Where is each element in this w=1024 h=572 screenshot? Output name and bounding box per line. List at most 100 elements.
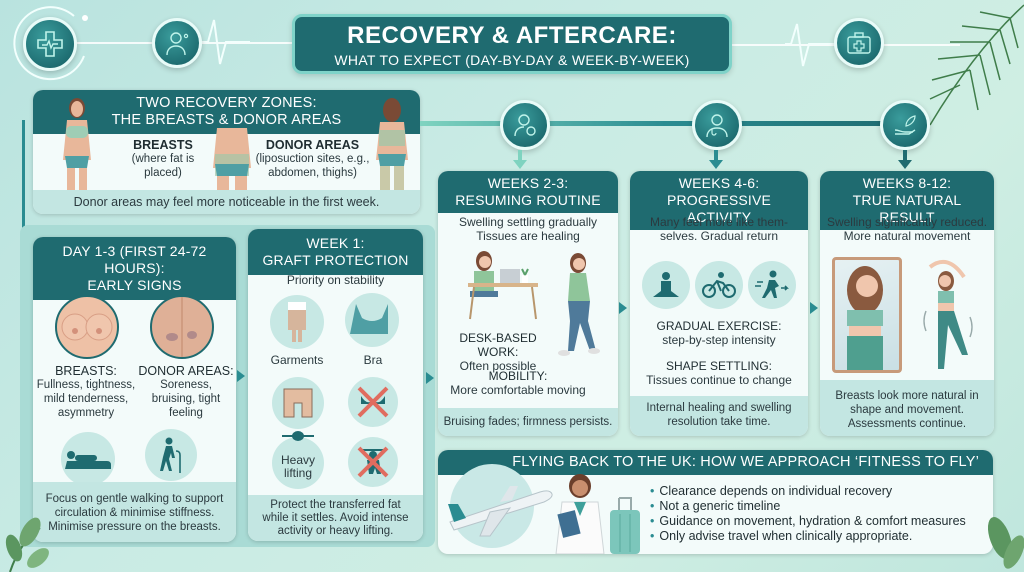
orbit-ring-decoration xyxy=(13,6,88,81)
weeks812-footer-note: Breasts look more natural in shape and m… xyxy=(820,380,994,436)
timeline-bar xyxy=(420,121,910,126)
weeks23-title-line2: RESUMING ROUTINE xyxy=(455,192,601,208)
flow-arrow xyxy=(810,302,818,314)
page-title-banner: RECOVERY & AFTERCARE: WHAT TO EXPECT (DA… xyxy=(292,14,732,74)
running-icon xyxy=(748,261,796,309)
compression-shorts-image xyxy=(272,377,324,429)
woman-desk-work-illustration xyxy=(468,251,538,320)
flow-arrow-down-tip xyxy=(513,160,527,169)
no-underwire-bra-icon xyxy=(348,377,398,427)
day13-footer-note: Focus on gentle walking to support circu… xyxy=(33,482,236,542)
day13-title-line2: EARLY SIGNS xyxy=(87,277,182,293)
mobility-desc: More comfortable moving xyxy=(450,383,586,397)
weeks23-title-line1: WEEKS 2-3: xyxy=(487,175,569,191)
weight-icon xyxy=(282,431,314,441)
heavy-lifting-label-circle: Heavy lifting xyxy=(272,437,324,489)
fitness-to-fly-card: FLYING BACK TO THE UK: HOW WE APPROACH ‘… xyxy=(438,450,993,554)
walking-cane-icon xyxy=(145,429,197,481)
desk-work-desc: Often possible xyxy=(459,359,537,373)
woman-walking-illustration xyxy=(558,253,600,356)
flow-arrow-down xyxy=(903,150,907,162)
female-torso-donor-icon xyxy=(213,128,251,190)
breasts-zone-label: BREASTS xyxy=(133,138,193,152)
week1-title-line1: WEEK 1: xyxy=(306,235,365,251)
flow-arrow xyxy=(426,372,434,384)
shape-settling-desc: Tissues continue to change xyxy=(646,373,792,387)
weeks812-intro: Swelling significantly reduced. More nat… xyxy=(826,215,988,243)
meditation-icon xyxy=(642,261,690,309)
week-1-card: WEEK 1: GRAFT PROTECTION Priority on sta… xyxy=(248,229,423,541)
mirror-reflection-illustration xyxy=(832,257,902,373)
zones-title-line2: THE BREASTS & DONOR AREAS xyxy=(111,112,342,128)
page-subtitle: WHAT TO EXPECT (DAY-BY-DAY & WEEK-BY-WEE… xyxy=(334,52,690,68)
day13-title-line1: DAY 1-3 (FIRST 24-72 HOURS): xyxy=(62,243,207,276)
desk-work-label: DESK-BASED WORK: xyxy=(459,331,537,359)
compression-garment-image xyxy=(270,295,324,349)
week1-item-label-garments: Garments xyxy=(270,353,324,367)
page-title: RECOVERY & AFTERCARE: xyxy=(347,22,677,49)
weeks46-intro: Many feel more like them-selves. Gradual… xyxy=(649,215,789,243)
no-heavy-lifting-icon xyxy=(348,437,398,487)
patient-care-icon xyxy=(500,100,550,150)
day13-breasts-desc: Fullness, tightness, mild tenderness, as… xyxy=(36,379,136,419)
donor-zone-desc: (liposuction sites, e.g., abdomen, thigh… xyxy=(255,153,370,179)
hand-leaf-icon xyxy=(880,100,930,150)
first-aid-kit-icon xyxy=(834,18,884,68)
weeks46-title-line2: PROGRESSIVE ACTIVITY xyxy=(666,192,772,225)
donor-zone-label: DONOR AREAS xyxy=(265,138,360,152)
weeks23-footer-note: Bruising fades; firmness persists. xyxy=(438,408,618,436)
woman-stretching-illustration xyxy=(923,259,973,369)
fitness-to-fly-title: FLYING BACK TO THE UK: HOW WE APPROACH ‘… xyxy=(438,450,993,475)
suitcase-icon xyxy=(610,497,640,554)
flow-arrow xyxy=(619,302,627,314)
heartbeat-line-far-right xyxy=(880,44,960,46)
fly-bullet: Not a generic timeline xyxy=(650,499,966,514)
week1-item-label-bra: Bra xyxy=(363,353,383,367)
flow-connector-left xyxy=(22,120,25,260)
heartbeat-pulse-icon-right xyxy=(785,23,835,67)
flow-arrow xyxy=(237,370,245,382)
flow-arrow-down-tip xyxy=(709,160,723,169)
plant-leaves-decoration-right xyxy=(987,517,1024,569)
flow-arrow-down xyxy=(714,150,718,162)
fitness-to-fly-list: Clearance depends on individual recovery… xyxy=(650,484,966,544)
zones-footer-note: Donor areas may feel more noticeable in … xyxy=(33,190,420,214)
support-bra-image xyxy=(345,293,399,347)
cycling-icon xyxy=(695,261,743,309)
weeks-2-3-card: WEEKS 2-3: RESUMING ROUTINE Swelling set… xyxy=(438,171,618,436)
weeks46-title-line1: WEEKS 4-6: xyxy=(678,175,760,191)
female-figure-front-icon xyxy=(63,98,91,190)
fly-bullet: Clearance depends on individual recovery xyxy=(650,484,966,499)
airplane-illustration xyxy=(448,486,553,537)
fly-bullet: Only advise travel when clinically appro… xyxy=(650,529,966,544)
recovery-zones-card: TWO RECOVERY ZONES: THE BREASTS & DONOR … xyxy=(33,90,420,214)
week1-intro: Priority on stability xyxy=(286,273,385,287)
flow-arrow-down-tip xyxy=(898,160,912,169)
breasts-early-signs-image xyxy=(55,295,119,359)
resting-person-icon xyxy=(61,432,115,486)
week1-item-label-heavy-lifting: Heavy lifting xyxy=(280,453,315,480)
day-1-3-card: DAY 1-3 (FIRST 24-72 HOURS): EARLY SIGNS… xyxy=(33,237,236,542)
day13-donor-desc: Soreness, bruising, tight feeling xyxy=(151,379,221,419)
doctor-with-clipboard-illustration xyxy=(555,474,605,554)
weeks-4-6-card: WEEKS 4-6: PROGRESSIVE ACTIVITY Many fee… xyxy=(630,171,808,436)
female-figure-back-icon xyxy=(376,98,408,190)
weeks23-intro: Swelling settling gradually Tissues are … xyxy=(458,215,598,243)
week1-title-line2: GRAFT PROTECTION xyxy=(262,252,409,268)
heartbeat-line-left xyxy=(70,42,160,44)
heartbeat-pulse-icon xyxy=(200,19,250,65)
medical-cross-icon xyxy=(23,17,77,71)
doctor-icon xyxy=(152,18,202,68)
weeks46-footer-note: Internal healing and swelling resolution… xyxy=(630,396,808,436)
weeks-8-12-card: WEEKS 8-12: TRUE NATURAL RESULT Swelling… xyxy=(820,171,994,436)
zones-title-line1: TWO RECOVERY ZONES: xyxy=(136,95,317,111)
doctor-stethoscope-icon xyxy=(692,100,742,150)
week1-footer-note: Protect the transferred fat while it set… xyxy=(248,495,423,541)
flow-arrow-down xyxy=(518,150,522,162)
mobility-label: MOBILITY: xyxy=(488,369,548,383)
weeks812-title-line2: TRUE NATURAL RESULT xyxy=(852,192,962,225)
plant-leaves-decoration-left xyxy=(5,517,49,572)
day13-donor-label: DONOR AREAS: xyxy=(138,364,234,378)
fly-bullet: Guidance on movement, hydration & comfor… xyxy=(650,514,965,529)
breasts-zone-desc: (where fat is placed) xyxy=(131,153,195,179)
